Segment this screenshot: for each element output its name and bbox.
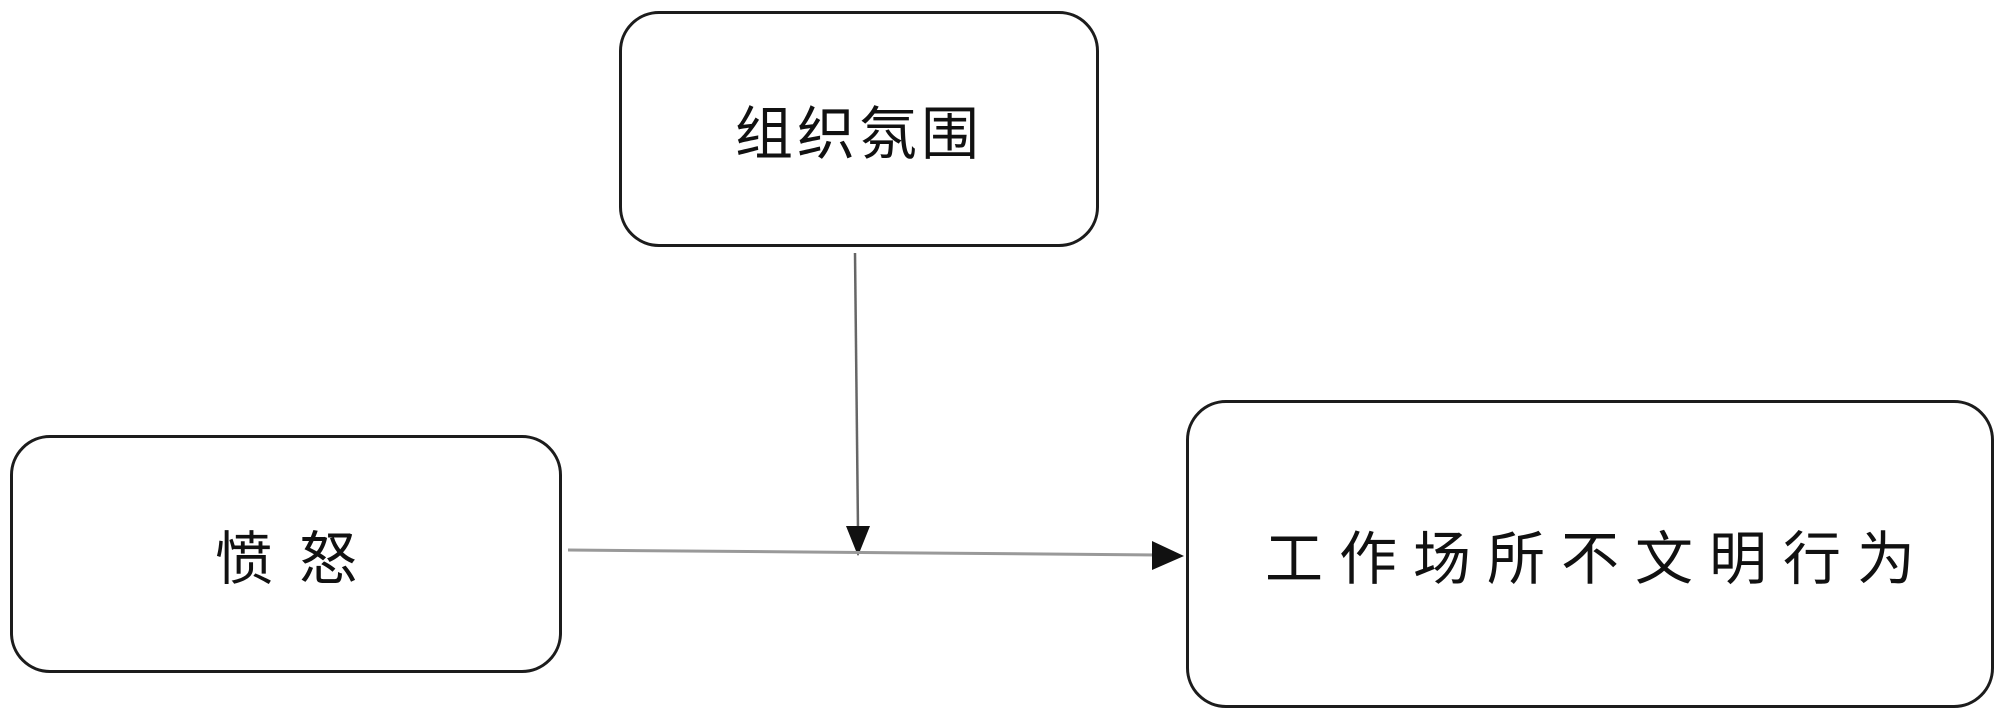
main-path-arrowhead — [1152, 541, 1184, 570]
node-anger: 愤怒 — [10, 435, 562, 673]
node-label: 愤怒 — [214, 525, 383, 593]
node-workplace-incivility: 工作场所不文明行为 — [1186, 400, 1994, 708]
main-path-arrow-line — [567, 548, 1159, 557]
moderation-arrow-line — [853, 252, 860, 531]
node-organizational-climate: 组织氛围 — [619, 11, 1099, 247]
node-label: 组织氛围 — [734, 100, 983, 168]
moderation-arrowhead — [846, 526, 870, 556]
node-label: 工作场所不文明行为 — [1264, 525, 1931, 593]
